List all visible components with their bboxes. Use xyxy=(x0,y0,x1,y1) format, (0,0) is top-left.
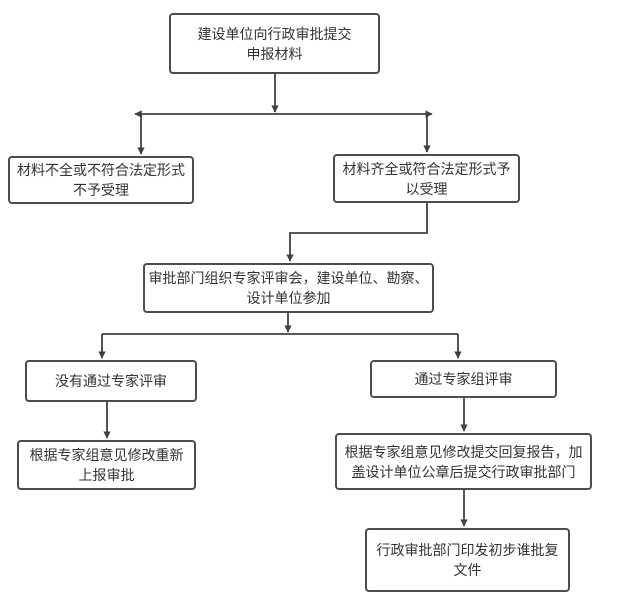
node-review-passed-line1: 通过专家组评审 xyxy=(414,371,513,387)
node-materials-complete-line2: 以受理 xyxy=(405,180,448,197)
node-submit-materials-line1: 建设单位向行政审批提交 xyxy=(197,25,352,42)
node-issue-approval-line1: 行政审批部门印发初步谁批复 xyxy=(376,542,559,558)
node-reply-report-line2: 盖设计单位公章后提交行政审批部门 xyxy=(351,463,576,480)
node-reply-report-with-seal: 根据专家组意见修改提交回复报告，加 盖设计单位公章后提交行政审批部门 xyxy=(335,433,592,490)
node-submit-materials: 建设单位向行政审批提交 申报材料 xyxy=(169,13,380,74)
node-revise-and-resubmit-line1: 根据专家组意见修改重新 xyxy=(29,447,184,463)
node-expert-review-meeting-line2: 设计单位参加 xyxy=(246,290,331,306)
node-materials-complete-accepted: 材料齐全或符合法定形式予 以受理 xyxy=(333,154,520,203)
node-review-not-passed-line1: 没有通过专家评审 xyxy=(55,373,167,389)
node-reply-report-line1: 根据专家组意见修改提交回复报告，加 xyxy=(344,443,583,460)
node-issue-approval-line2: 文件 xyxy=(453,562,482,578)
node-revise-and-resubmit-line2: 上报审批 xyxy=(78,467,135,483)
node-review-passed: 通过专家组评审 xyxy=(370,360,557,398)
node-review-not-passed: 没有通过专家评审 xyxy=(25,360,197,402)
node-submit-materials-line2: 申报材料 xyxy=(246,45,303,62)
edge-accept-to-review xyxy=(286,203,428,262)
node-materials-incomplete-line1: 材料不全或不符合法定形式 xyxy=(17,162,185,178)
node-issue-approval-document: 行政审批部门印发初步谁批复 文件 xyxy=(365,528,570,592)
node-expert-review-meeting: 审批部门组织专家评审会，建设单位、勘察、 设计单位参加 xyxy=(143,263,434,313)
node-materials-incomplete-line2: 不予受理 xyxy=(73,182,129,198)
node-revise-and-resubmit: 根据专家组意见修改重新 上报审批 xyxy=(17,440,196,490)
node-materials-complete-line1: 材料齐全或符合法定形式予 xyxy=(342,160,511,177)
node-expert-review-meeting-line1: 审批部门组织专家评审会，建设单位、勘察、 xyxy=(148,270,429,286)
node-materials-incomplete-rejected: 材料不全或不符合法定形式 不予受理 xyxy=(8,156,194,204)
